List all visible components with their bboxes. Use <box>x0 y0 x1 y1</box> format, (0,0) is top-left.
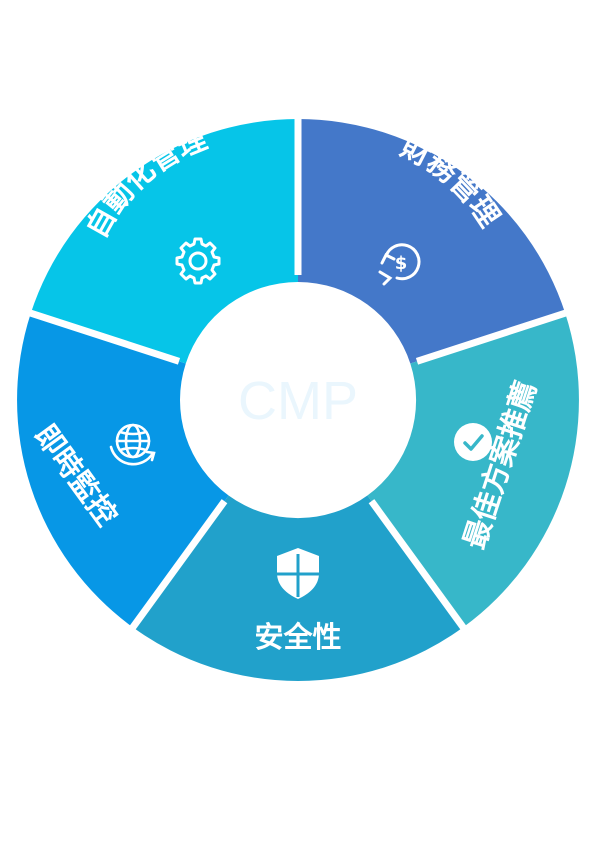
gear-icon <box>175 237 221 285</box>
segment-automation <box>30 119 299 364</box>
check-circle-icon <box>454 423 492 461</box>
segment-monitor <box>17 313 229 628</box>
segment-recommend <box>367 313 579 628</box>
shield-icon <box>277 548 319 599</box>
segment-finance <box>298 119 566 364</box>
segment-label-security: 安全性 <box>254 620 341 654</box>
center-hole <box>181 283 415 517</box>
segment-separators <box>20 110 576 637</box>
svg-text:$: $ <box>395 253 408 274</box>
globe-refresh-icon <box>109 423 156 466</box>
dollar-cycle-icon: $ <box>378 243 421 286</box>
center-label: CMP <box>238 371 358 431</box>
